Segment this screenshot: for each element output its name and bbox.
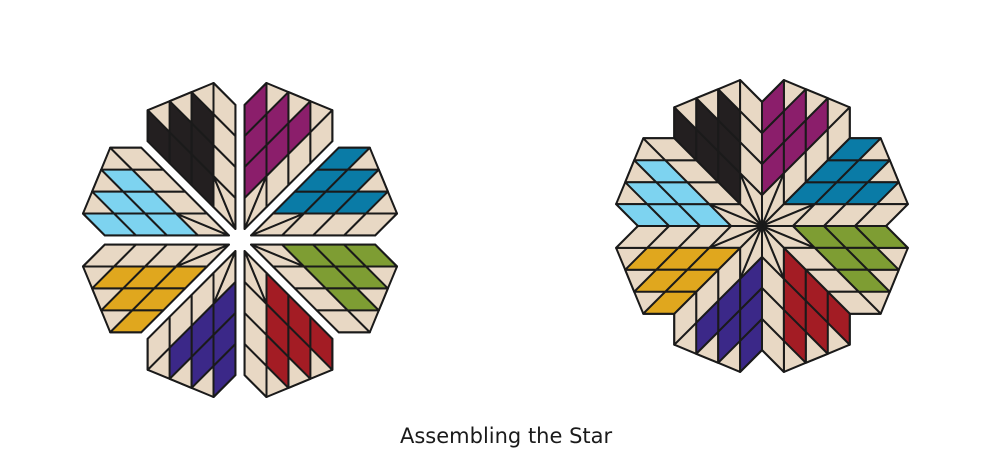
assembled-star: [616, 80, 908, 372]
diagram-caption: Assembling the Star: [400, 424, 612, 448]
exploded-star: [83, 83, 397, 397]
